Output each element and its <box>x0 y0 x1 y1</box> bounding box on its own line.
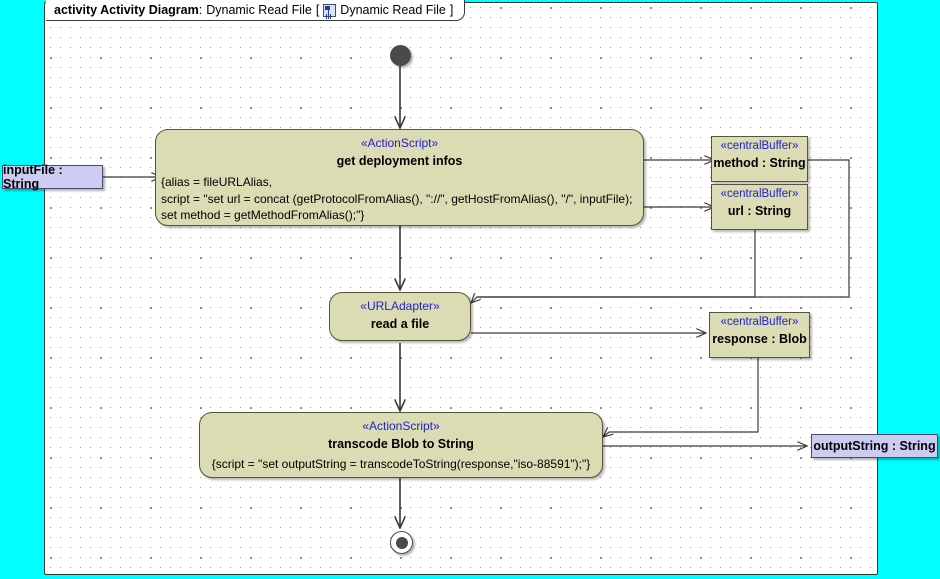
action-title: read a file <box>370 317 430 331</box>
stereotype-label: «centralBuffer» <box>720 188 799 200</box>
stereotype-label: «centralBuffer» <box>720 316 799 328</box>
buffer-title: response : Blob <box>712 331 807 346</box>
action-transcode-blob-to-string[interactable]: «ActionScript» transcode Blob to String … <box>199 412 603 478</box>
diagram-frame-header: activity Activity Diagram:Dynamic Read F… <box>46 0 466 21</box>
initial-node[interactable] <box>390 45 411 66</box>
action-read-a-file[interactable]: «URLAdapter» read a file <box>329 292 471 341</box>
frame-keyword: activity Activity Diagram <box>54 3 199 17</box>
action-get-deployment-infos[interactable]: «ActionScript» get deployment infos {ali… <box>155 129 644 226</box>
central-buffer-url[interactable]: «centralBuffer» url : String <box>711 184 808 230</box>
stereotype-label: «URLAdapter» <box>360 299 440 313</box>
activity-final-node[interactable] <box>390 531 413 554</box>
central-buffer-response[interactable]: «centralBuffer» response : Blob <box>709 312 810 358</box>
action-title: transcode Blob to String <box>328 437 474 451</box>
diagram-frame <box>44 2 878 575</box>
stereotype-label: «centralBuffer» <box>720 140 799 152</box>
stereotype-label: «ActionScript» <box>362 419 440 433</box>
activity-parameter-inputfile[interactable]: inputFile : String <box>2 163 103 191</box>
central-buffer-method[interactable]: «centralBuffer» method : String <box>711 136 808 182</box>
frame-name: Dynamic Read File <box>206 3 312 17</box>
parameter-label: inputFile : String <box>3 163 63 191</box>
activity-parameter-outputstring[interactable]: outputString : String <box>811 434 938 458</box>
stereotype-label: «ActionScript» <box>360 136 439 150</box>
frame-bracket-open: [ <box>315 3 320 17</box>
grid-major-dots <box>45 3 877 574</box>
action-title: get deployment infos <box>336 154 463 168</box>
parameter-label: outputString : String <box>813 439 936 453</box>
action-body: {script = "set outputString = transcodeT… <box>211 457 591 472</box>
frame-bracket-close: ] <box>449 3 454 17</box>
frame-separator: : <box>198 3 203 17</box>
action-body: {alias = fileURLAlias, script = "set url… <box>161 175 633 222</box>
frame-inner-name: Dynamic Read File <box>340 3 446 17</box>
buffer-title: url : String <box>727 203 792 218</box>
buffer-title: method : String <box>713 155 806 170</box>
diagram-icon <box>323 3 337 17</box>
